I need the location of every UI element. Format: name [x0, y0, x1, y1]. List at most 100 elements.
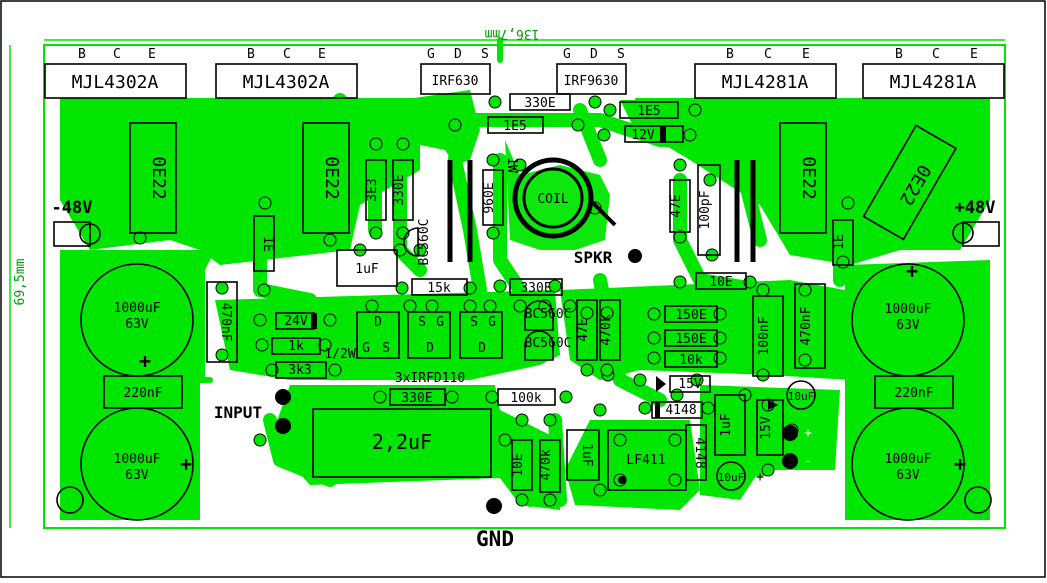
r-1e-right: 1E	[832, 234, 847, 250]
fet3-d: D	[478, 341, 486, 356]
pin-c-2: C	[283, 47, 291, 62]
q4-label: IRF9630	[564, 74, 619, 89]
pin-s-4: S	[617, 47, 625, 62]
zener-rating: 1/2W	[324, 347, 355, 362]
c-1000-tl: 1000uF	[114, 301, 161, 316]
r-3e3: 3E3	[365, 178, 380, 201]
pin-g-3: G	[427, 47, 435, 62]
r-150e-a: 150E	[675, 308, 706, 323]
q3-label: IRF630	[432, 74, 479, 89]
c-1000-br: 1000uF	[885, 452, 932, 467]
fet1-d: D	[374, 315, 382, 330]
c-1000-bl: 1000uF	[114, 452, 161, 467]
r-330e-top: 330E	[524, 96, 555, 111]
pin-d-4: D	[590, 47, 598, 62]
bc560-a: BC560C	[417, 219, 432, 266]
supply-plus: +	[804, 426, 812, 441]
c-1uf-b: 1uF	[579, 443, 594, 467]
c-1uf-a: 1uF	[355, 262, 379, 277]
z-12v: 12V	[631, 128, 655, 143]
pin-b-6: B	[895, 47, 903, 62]
r-1e-left: 1E	[260, 236, 275, 252]
r-10k: 10k	[679, 353, 703, 368]
r-330e-v: 330E	[392, 174, 407, 205]
c-2u2-mirror: H-300D	[332, 448, 411, 473]
coil	[512, 157, 617, 239]
dimension-side-label: 69,5mm	[13, 258, 28, 305]
pin-g-4: G	[563, 47, 571, 62]
pin-b-2: B	[247, 47, 255, 62]
r-1e5-b: 1E5	[503, 119, 526, 134]
coil-label: COIL	[537, 192, 568, 207]
pin-e-6: E	[970, 47, 978, 62]
r-47e-b: 47E	[576, 318, 591, 341]
c-1000-tl-v: 63V	[125, 317, 149, 332]
pin-b-5: B	[726, 47, 734, 62]
r-1k: 1k	[288, 339, 304, 354]
pin-c-6: C	[932, 47, 940, 62]
bc560-c: BC560C	[525, 336, 572, 351]
c-1000-bl-v: 63V	[125, 468, 149, 483]
heatsink-bars	[447, 160, 756, 262]
input-label: INPUT	[214, 403, 262, 422]
pin-b-1: B	[78, 47, 86, 62]
pin-s-3: S	[481, 47, 489, 62]
r-1e5-a: 1E5	[637, 104, 660, 119]
z-24v: 24V	[284, 314, 308, 329]
fet2-s: S	[418, 315, 426, 330]
mosfet-label: 3xIRFD110	[395, 371, 465, 386]
r-1w: 1W	[504, 157, 519, 173]
r-10e-mid: 10E	[709, 275, 732, 290]
r-47e-a: 47E	[669, 194, 684, 217]
c-1000-br-v: 63V	[896, 468, 920, 483]
d-4148-b: 4148	[692, 437, 707, 468]
pin-e-1: E	[148, 47, 156, 62]
r-470k-b: 470k	[539, 449, 554, 480]
silkscreen	[44, 63, 1005, 521]
minus48-label: -48V	[52, 198, 93, 218]
c-1000-tl-plus: +	[139, 349, 151, 373]
r-0e22-3: 0E22	[798, 156, 819, 199]
q5-label: MJL4281A	[722, 72, 809, 93]
dimension-arrows	[9, 39, 1005, 528]
dimension-top-label: 136,7mm	[484, 26, 539, 41]
q1-label: MJL4302A	[72, 72, 159, 93]
fet1-s: S	[382, 341, 390, 356]
r-10e-low: 10E	[511, 453, 526, 476]
r-0e22-2: 0E22	[321, 156, 342, 199]
r-330e-low: 330E	[401, 391, 432, 406]
c-10uf-a: 10uF	[788, 390, 815, 403]
pin-e-5: E	[802, 47, 810, 62]
c-10uf-b: 10uF	[718, 471, 745, 484]
r-470k-a: 470k	[599, 314, 614, 345]
pin-d-3: D	[454, 47, 462, 62]
c-1uf-c: 1uF	[719, 413, 734, 437]
r-960e: 960E	[482, 182, 497, 213]
q2-label: MJL4302A	[243, 72, 330, 93]
plus48-label: +48V	[955, 198, 996, 218]
board-outline	[43, 44, 1006, 529]
fet2-d: D	[426, 341, 434, 356]
r-15k: 15k	[427, 281, 451, 296]
spkr-label: SPKR	[574, 248, 613, 267]
c-470nf-r: 470nF	[799, 306, 814, 345]
c-1000-tr-plus: +	[906, 259, 918, 283]
c-470nf-l: 470nF	[218, 302, 233, 341]
c-1000-br-plus: +	[954, 452, 966, 476]
bc560-b: BC560C	[525, 307, 572, 322]
q6-label: MJL4281A	[890, 72, 977, 93]
fet3-g: G	[488, 315, 496, 330]
r-150e-b: 150E	[675, 332, 706, 347]
c-2u2: 2,2uF	[372, 430, 432, 454]
z-15v-a: 15V	[678, 377, 702, 392]
c-100nf: 100nF	[757, 316, 772, 355]
c-10uf-b-plus: +	[756, 470, 764, 485]
terminal-dots	[275, 249, 798, 514]
z-15v-b: 15V	[759, 416, 774, 440]
gnd-label: GND	[476, 527, 514, 551]
pin-c-1: C	[113, 47, 121, 62]
c-220nf-l: 220nF	[123, 386, 162, 401]
pin-c-5: C	[764, 47, 772, 62]
